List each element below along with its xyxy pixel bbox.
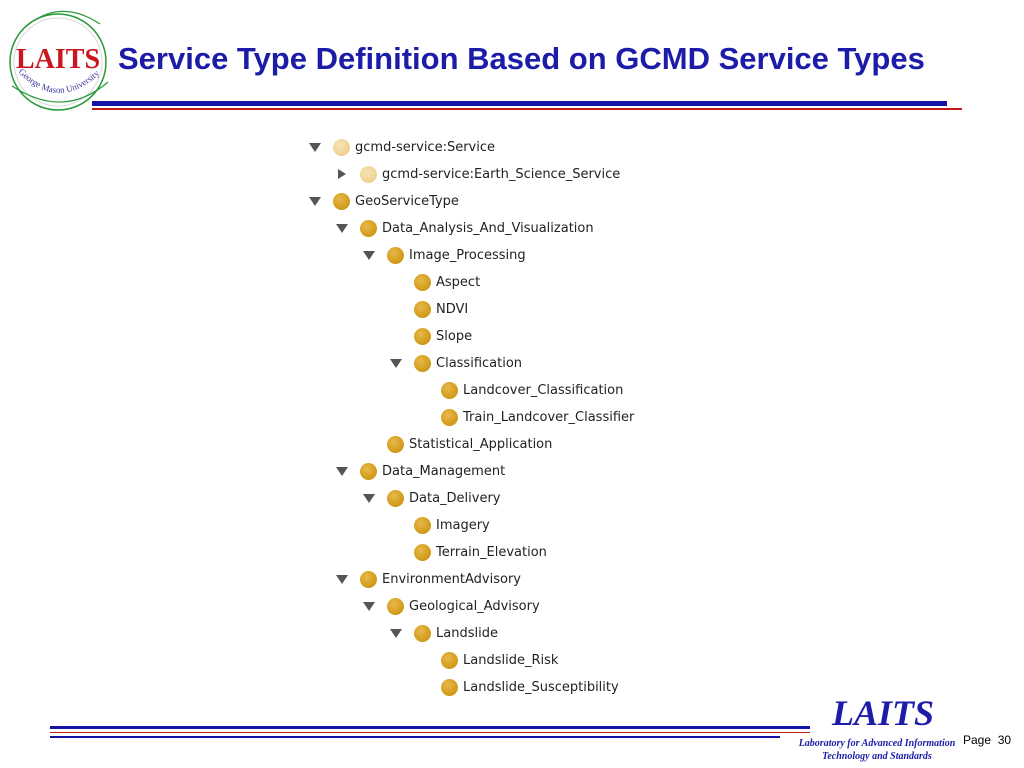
page-number: Page 30 [963, 733, 1011, 747]
footer-lab-line1: Laboratory for Advanced Information [798, 738, 956, 749]
tree-node-label: Imagery [436, 517, 490, 533]
collapse-triangle-icon[interactable] [334, 167, 354, 181]
class-icon [441, 408, 458, 426]
expand-triangle-icon[interactable] [307, 140, 327, 154]
class-icon [414, 300, 431, 318]
tree-node-label: Statistical_Application [409, 436, 553, 452]
tree-node[interactable]: Geological_Advisory [361, 593, 540, 619]
tree-node-label: gcmd-service:Service [355, 139, 495, 155]
tree-node-label: EnvironmentAdvisory [382, 571, 521, 587]
tree-node-label: Landslide [436, 625, 498, 641]
tree-node-label: Landslide_Susceptibility [463, 679, 619, 695]
class-icon [441, 678, 458, 696]
tree-node[interactable]: Landslide_Susceptibility [415, 674, 619, 700]
footer-divider-blue [50, 726, 810, 729]
tree-node-label: Data_Delivery [409, 490, 501, 506]
class-icon [360, 219, 377, 237]
tree-node[interactable]: NDVI [388, 296, 468, 322]
class-icon [360, 165, 377, 183]
class-icon [333, 192, 350, 210]
footer-brand: LAITS [832, 693, 935, 733]
slide-title: Service Type Definition Based on GCMD Se… [118, 41, 925, 76]
tree-node[interactable]: Data_Management [334, 458, 505, 484]
class-icon [441, 651, 458, 669]
laits-logo: LAITS George Mason University [4, 2, 120, 116]
tree-node-label: GeoServiceType [355, 193, 459, 209]
class-icon [414, 543, 431, 561]
expand-triangle-icon[interactable] [388, 626, 408, 640]
tree-node-label: gcmd-service:Earth_Science_Service [382, 166, 621, 182]
class-icon [414, 273, 431, 291]
title-divider-blue [92, 101, 947, 106]
tree-node-label: Data_Management [382, 463, 506, 479]
expand-triangle-icon[interactable] [334, 221, 354, 235]
tree-node[interactable]: Aspect [388, 269, 480, 295]
class-icon [333, 138, 350, 156]
tree-node-label: Classification [436, 355, 523, 371]
footer-lab-name: Laboratory for Advanced Information Tech… [786, 737, 968, 763]
expand-triangle-icon[interactable] [334, 464, 354, 478]
laits-logo-icon: LAITS George Mason University [9, 10, 109, 111]
expand-triangle-icon[interactable] [361, 491, 381, 505]
tree-node-label: Image_Processing [409, 247, 526, 263]
footer-lab-line2: Technology and Standards [822, 751, 932, 762]
tree-node-label: NDVI [436, 301, 469, 317]
expand-triangle-icon[interactable] [307, 194, 327, 208]
class-icon [387, 246, 404, 264]
tree-node-label: Aspect [436, 274, 481, 290]
tree-node-label: Geological_Advisory [409, 598, 540, 614]
tree-node-label: Data_Analysis_And_Visualization [382, 220, 594, 236]
class-icon [414, 354, 431, 372]
tree-node[interactable]: EnvironmentAdvisory [334, 566, 521, 592]
expand-triangle-icon[interactable] [361, 248, 381, 262]
class-icon [414, 516, 431, 534]
class-icon [387, 597, 404, 615]
expand-triangle-icon[interactable] [361, 599, 381, 613]
tree-node[interactable]: Data_Analysis_And_Visualization [334, 215, 594, 241]
tree-node[interactable]: Landslide_Risk [415, 647, 558, 673]
tree-node[interactable]: Landcover_Classification [415, 377, 623, 403]
tree-node[interactable]: gcmd-service:Earth_Science_Service [334, 161, 620, 187]
logo-text: LAITS [16, 44, 100, 75]
tree-node[interactable]: Slope [388, 323, 472, 349]
page-number-value: 30 [997, 733, 1012, 747]
class-icon [360, 570, 377, 588]
tree-node[interactable]: gcmd-service:Service [307, 134, 495, 160]
tree-node[interactable]: Statistical_Application [361, 431, 552, 457]
tree-node-label: Landcover_Classification [463, 382, 624, 398]
tree-node-label: Terrain_Elevation [436, 544, 547, 560]
tree-node[interactable]: Train_Landcover_Classifier [415, 404, 634, 430]
expand-triangle-icon[interactable] [334, 572, 354, 586]
tree-node-label: Train_Landcover_Classifier [463, 409, 635, 425]
footer-divider-red [50, 732, 810, 733]
class-icon [387, 435, 404, 453]
tree-node-label: Slope [436, 328, 473, 344]
tree-node-label: Landslide_Risk [463, 652, 559, 668]
tree-node[interactable]: Data_Delivery [361, 485, 501, 511]
class-icon [414, 327, 431, 345]
tree-node[interactable]: Image_Processing [361, 242, 526, 268]
tree-node[interactable]: GeoServiceType [307, 188, 459, 214]
footer-divider-blue-lower [50, 736, 780, 738]
tree-node[interactable]: Imagery [388, 512, 490, 538]
tree-node[interactable]: Landslide [388, 620, 498, 646]
tree-node[interactable]: Classification [388, 350, 522, 376]
class-icon [414, 624, 431, 642]
class-icon [360, 462, 377, 480]
tree-node[interactable]: Terrain_Elevation [388, 539, 547, 565]
class-icon [387, 489, 404, 507]
title-divider-red [92, 108, 962, 110]
expand-triangle-icon[interactable] [388, 356, 408, 370]
page-label: Page [963, 733, 992, 747]
class-icon [441, 381, 458, 399]
